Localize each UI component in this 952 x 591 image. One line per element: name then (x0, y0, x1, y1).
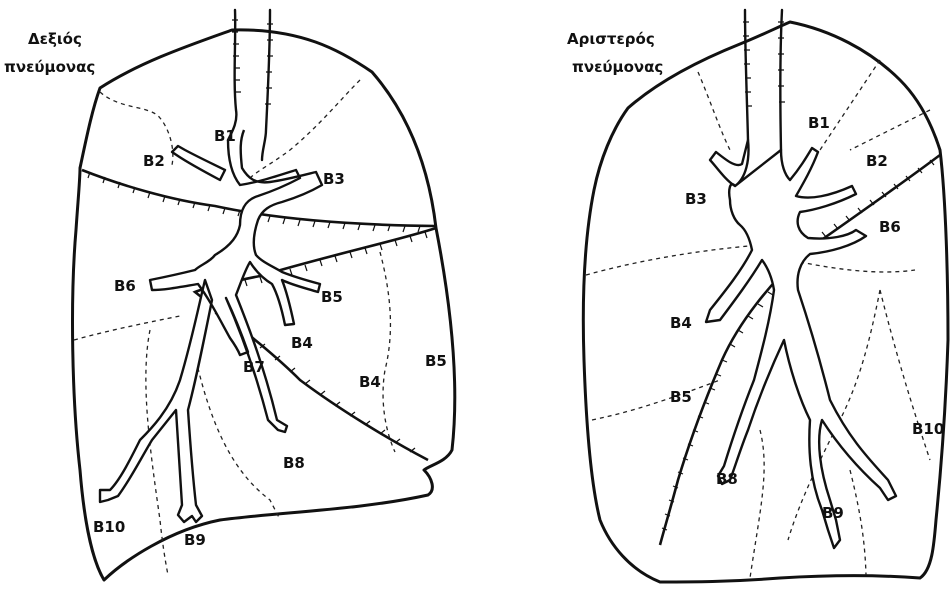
left-label-b8: B8 (716, 470, 738, 488)
right-label-b5-segment: B5 (425, 352, 447, 370)
left-label-b2: B2 (866, 152, 888, 170)
left-label-b6: B6 (879, 218, 901, 236)
right-label-b1: B1 (214, 127, 236, 145)
right-lung-title-line2: πνεύμονας (4, 58, 95, 76)
right-label-b7: B7 (243, 358, 265, 376)
left-label-b9: B9 (822, 504, 844, 522)
right-label-b4-bronchus: B4 (291, 334, 313, 352)
left-lung-title-line1: Αριστερός (567, 30, 655, 48)
right-upper-lobe-bronchus-b2 (172, 146, 225, 180)
right-label-b2: B2 (143, 152, 165, 170)
right-label-b10: B10 (93, 518, 125, 536)
right-lung-outline (73, 30, 455, 580)
left-trachea (745, 10, 782, 150)
right-label-b6: B6 (114, 277, 136, 295)
right-lung: Δεξιός πνεύμονας B1 B2 B3 B6 B5 B4 B7 B4… (4, 10, 455, 580)
right-label-b3: B3 (323, 170, 345, 188)
right-label-b9: B9 (184, 531, 206, 549)
left-label-b5: B5 (670, 388, 692, 406)
right-label-b5-bronchus: B5 (321, 288, 343, 306)
right-label-b4-segment: B4 (359, 373, 381, 391)
left-lung: Αριστερός πνεύμονας B1 B2 B3 B6 B4 B5 B1… (567, 10, 948, 582)
left-lung-title-line2: πνεύμονας (572, 58, 663, 76)
left-label-b4: B4 (670, 314, 692, 332)
right-lung-title-line1: Δεξιός (28, 30, 82, 48)
left-label-b3: B3 (685, 190, 707, 208)
right-label-b8: B8 (283, 454, 305, 472)
left-label-b10: B10 (912, 420, 944, 438)
left-label-b1: B1 (808, 114, 830, 132)
